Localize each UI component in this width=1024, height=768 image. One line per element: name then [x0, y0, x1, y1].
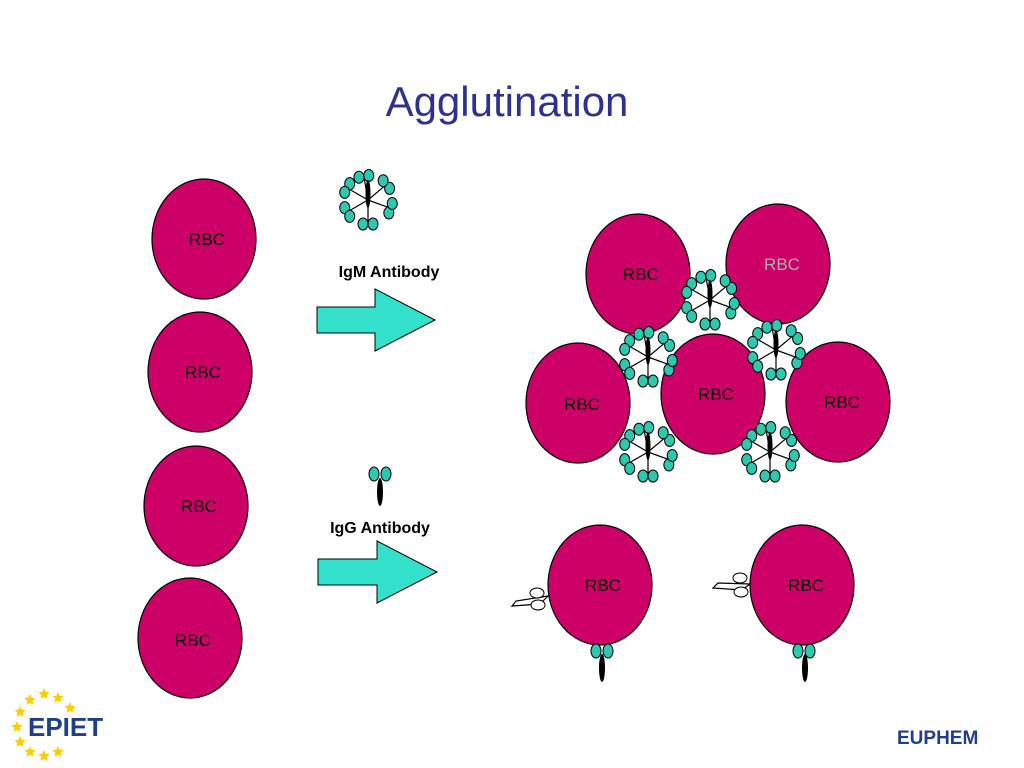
igm-pentamer: [681, 268, 740, 331]
rbc-label: RBC: [788, 576, 824, 595]
igm-antibody-icon: [339, 168, 398, 231]
rbc-cell-cluster-top-right: RBC: [725, 203, 831, 325]
rbc-cell-igg-right: RBC: [711, 524, 855, 682]
rbc-cell-cluster-left: RBC: [525, 342, 631, 464]
euphem-logo: EUPHEM: [897, 728, 978, 749]
rbc-label: RBC: [623, 265, 659, 284]
right-arrow-icon: [317, 540, 439, 604]
rbc-cell-left-1: RBC: [151, 178, 257, 300]
right-arrow-icon: [316, 288, 437, 352]
igm-crosslinks: [619, 268, 806, 483]
igm-antibody-label: IgM Antibody: [339, 264, 440, 281]
igm-agglutinated-cluster: RBC RBC RBC RBC RBC: [525, 203, 891, 483]
igg-coated-cells: RBC RBC: [510, 524, 855, 682]
rbc-label: RBC: [698, 385, 734, 404]
rbc-label: RBC: [189, 230, 225, 249]
igm-pentamer: [619, 420, 678, 483]
epiet-logo: EPIET: [11, 688, 103, 761]
slide-title: Agglutination: [385, 78, 629, 125]
igm-pentamer: [339, 168, 398, 231]
igg-antibody-icon: [368, 466, 392, 506]
igm-pentamer: [747, 318, 806, 381]
rbc-label: RBC: [824, 393, 860, 412]
eu-stars-icon: [11, 688, 76, 761]
rbc-label: RBC: [175, 631, 211, 650]
rbc-label: RBC: [185, 363, 221, 382]
rbc-cell-left-4: RBC: [137, 577, 243, 699]
rbc-cell-cluster-top-left: RBC: [585, 213, 691, 335]
igm-pentamer: [619, 325, 678, 388]
rbc-cell-left-2: RBC: [147, 311, 253, 433]
rbc-cell-cluster-center: RBC: [660, 333, 766, 455]
rbc-label: RBC: [585, 576, 621, 595]
rbc-label: RBC: [564, 395, 600, 414]
rbc-cell-cluster-right: RBC: [785, 341, 891, 463]
rbc-cell-left-3: RBC: [143, 445, 249, 567]
igm-pentamer: [741, 420, 800, 483]
rbc-column: RBC RBC RBC RBC: [137, 178, 257, 699]
epiet-logo-text: EPIET: [28, 712, 103, 742]
rbc-label: RBC: [181, 497, 217, 516]
rbc-label: RBC: [764, 255, 800, 274]
igg-antibody-label: IgG Antibody: [330, 520, 430, 537]
rbc-cell-igg-left: RBC: [510, 524, 653, 682]
